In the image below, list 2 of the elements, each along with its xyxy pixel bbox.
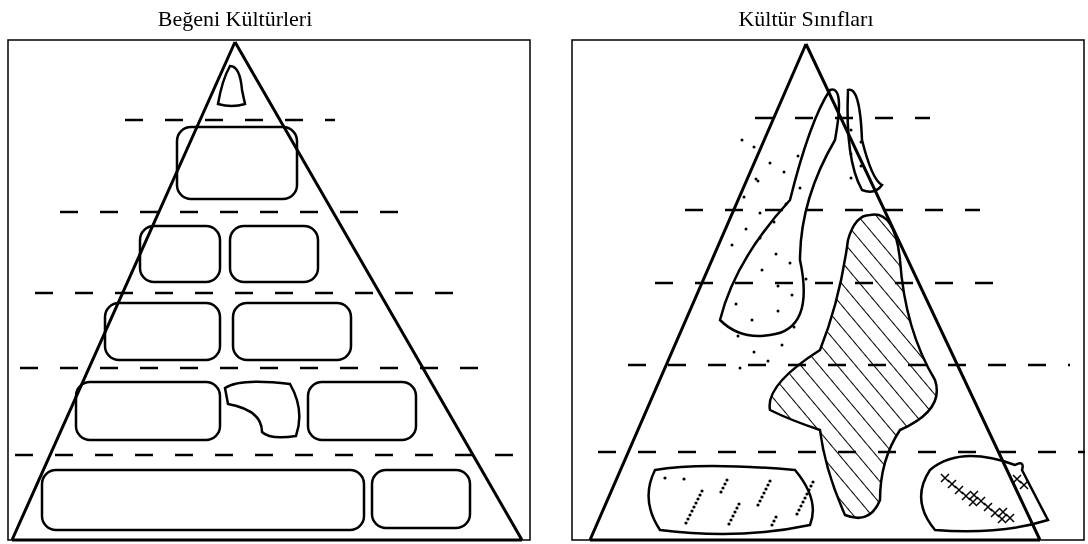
panel-title: Kültür Sınıfları <box>738 6 874 32</box>
panel-title: Beğeni Kültürleri <box>157 6 313 32</box>
